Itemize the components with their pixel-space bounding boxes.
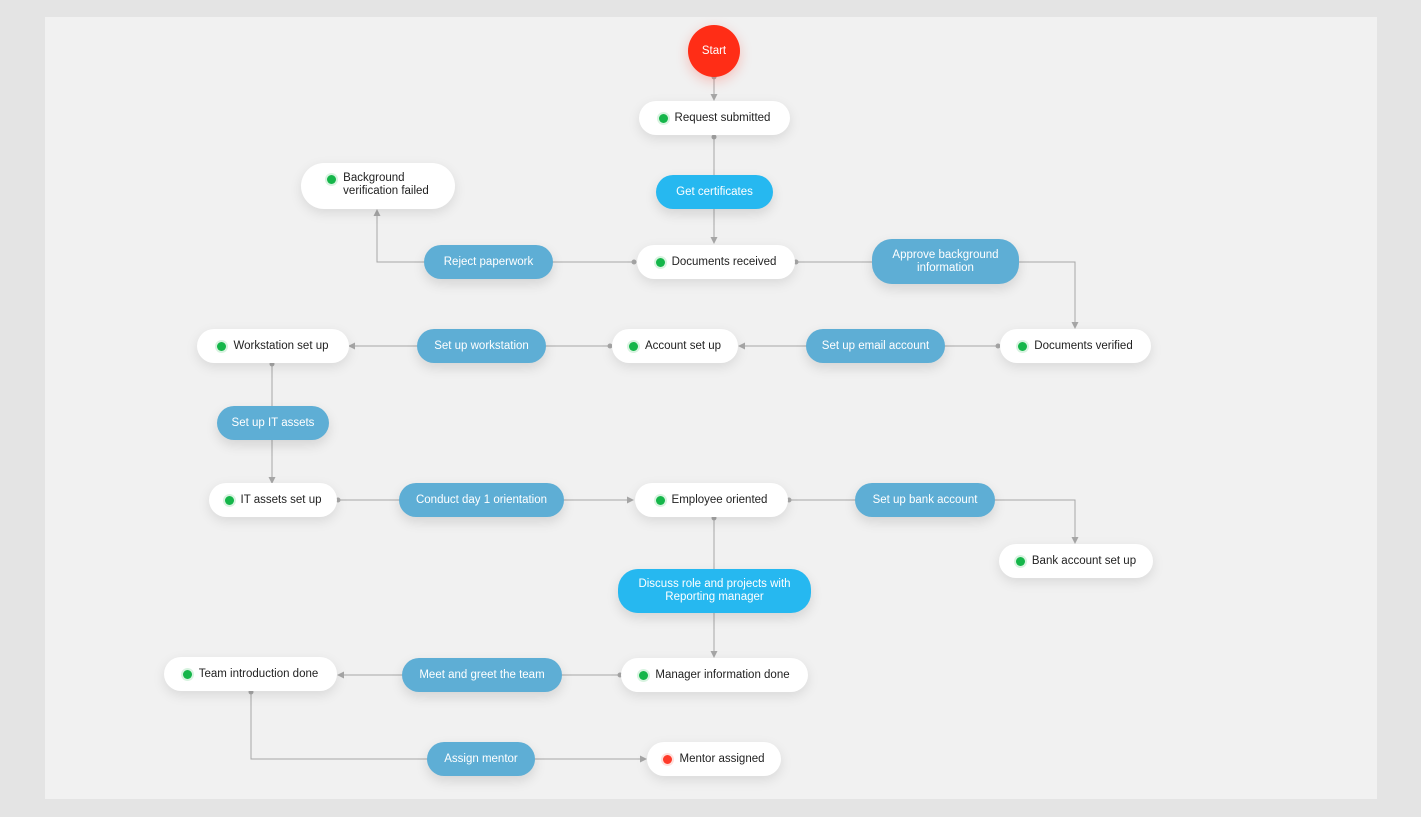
transition-label: Assign mentor <box>444 752 518 765</box>
status-dot-icon <box>658 113 668 123</box>
status-dot-icon <box>327 175 337 184</box>
state-documents-received[interactable]: Documents received <box>637 245 795 279</box>
transition-label: Set up email account <box>821 339 930 352</box>
state-label: IT assets set up <box>240 493 322 506</box>
status-dot-icon <box>655 495 665 505</box>
transition-label: Conduct day 1 orientation <box>415 493 548 506</box>
state-it-assets-set-up[interactable]: IT assets set up <box>209 483 337 517</box>
start-label: Start <box>701 44 727 57</box>
state-label: Workstation set up <box>233 339 329 352</box>
state-label: Documents verified <box>1034 339 1133 352</box>
state-account-set-up[interactable]: Account set up <box>612 329 738 363</box>
transition-meet-and-greet-the-team[interactable]: Meet and greet the team <box>402 658 562 692</box>
transition-set-up-bank-account[interactable]: Set up bank account <box>855 483 995 517</box>
state-label: Account set up <box>644 339 722 352</box>
state-label: Team introduction done <box>198 667 319 680</box>
status-dot-icon <box>224 495 234 505</box>
transition-label: Set up IT assets <box>231 416 315 429</box>
state-mentor-assigned[interactable]: Mentor assigned <box>647 742 781 776</box>
transition-approve-background-information[interactable]: Approve background information <box>872 239 1019 284</box>
state-label: Manager information done <box>655 668 790 681</box>
start-node[interactable]: Start <box>688 25 740 77</box>
state-label: Employee oriented <box>671 493 768 506</box>
state-label: Background verification failed <box>343 172 429 197</box>
state-bank-account-set-up[interactable]: Bank account set up <box>999 544 1153 578</box>
state-documents-verified[interactable]: Documents verified <box>1000 329 1151 363</box>
status-dot-icon <box>639 670 649 680</box>
transition-set-up-email-account[interactable]: Set up email account <box>806 329 945 363</box>
status-dot-icon <box>1018 341 1028 351</box>
transition-assign-mentor[interactable]: Assign mentor <box>427 742 535 776</box>
transition-discuss-role-and-projects[interactable]: Discuss role and projects with Reporting… <box>618 569 811 613</box>
state-label: Bank account set up <box>1031 554 1137 567</box>
transition-label: Get certificates <box>676 185 753 198</box>
transition-label: Approve background information <box>892 248 999 274</box>
transition-label: Discuss role and projects with Reporting… <box>638 578 791 603</box>
status-dot-icon <box>182 669 192 679</box>
transition-label: Set up bank account <box>872 493 978 506</box>
state-label: Request submitted <box>674 111 771 124</box>
transition-label: Meet and greet the team <box>419 668 545 681</box>
transition-set-up-it-assets[interactable]: Set up IT assets <box>217 406 329 440</box>
status-dot-icon <box>655 257 665 267</box>
state-label: Documents received <box>671 255 777 268</box>
state-manager-information-done[interactable]: Manager information done <box>621 658 808 692</box>
state-team-introduction-done[interactable]: Team introduction done <box>164 657 337 691</box>
state-label: Mentor assigned <box>679 752 765 765</box>
status-dot-icon <box>1015 556 1025 566</box>
state-background-verification-failed[interactable]: Background verification failed <box>301 163 455 209</box>
transition-conduct-day-1-orientation[interactable]: Conduct day 1 orientation <box>399 483 564 517</box>
status-dot-icon <box>663 754 673 764</box>
status-dot-icon <box>217 341 227 351</box>
transition-label: Set up workstation <box>434 339 529 352</box>
state-employee-oriented[interactable]: Employee oriented <box>635 483 788 517</box>
status-dot-icon <box>628 341 638 351</box>
state-request-submitted[interactable]: Request submitted <box>639 101 790 135</box>
transition-set-up-workstation[interactable]: Set up workstation <box>417 329 546 363</box>
state-workstation-set-up[interactable]: Workstation set up <box>197 329 349 363</box>
transition-label: Reject paperwork <box>443 255 534 268</box>
transition-reject-paperwork[interactable]: Reject paperwork <box>424 245 553 279</box>
transition-get-certificates[interactable]: Get certificates <box>656 175 773 209</box>
